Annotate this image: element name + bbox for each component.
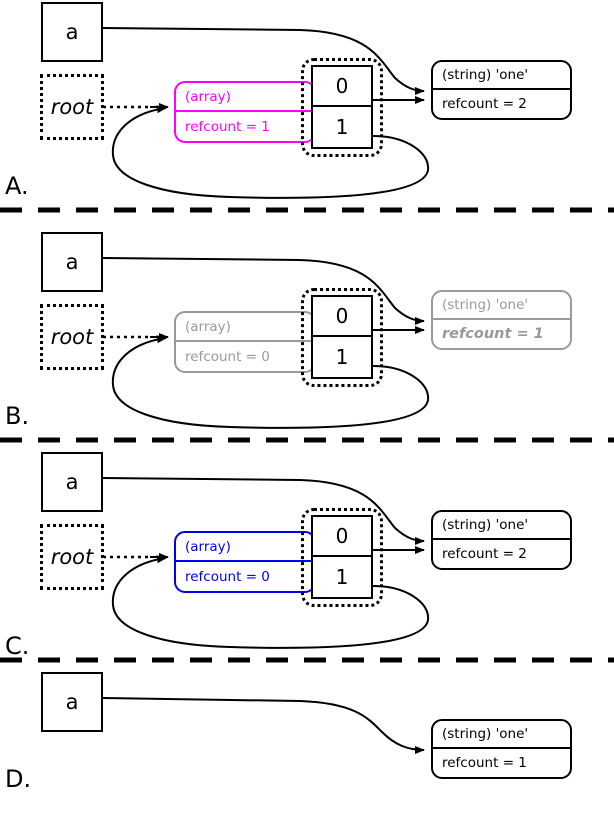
string-refcount-label: refcount = 2 bbox=[442, 546, 527, 562]
array-refcount-label: refcount = 0 bbox=[185, 568, 270, 585]
panel-letter-c: C. bbox=[5, 632, 30, 660]
array-cells-halo bbox=[301, 288, 383, 387]
array-zval-box: (array) refcount = 0 bbox=[174, 531, 316, 593]
root-label: root bbox=[50, 325, 94, 349]
array-zval-box: (array) refcount = 1 bbox=[174, 81, 316, 143]
array-cell-1: 1 bbox=[335, 345, 349, 369]
root-box: root bbox=[40, 304, 104, 370]
string-zval-box: (string) 'one' refcount = 2 bbox=[431, 60, 572, 120]
string-refcount-label: refcount = 1 bbox=[442, 755, 527, 771]
array-type-label: (array) bbox=[176, 83, 314, 112]
string-zval-box: (string) 'one' refcount = 1 bbox=[431, 290, 572, 350]
root-label: root bbox=[50, 545, 94, 569]
array-cells: 0 1 bbox=[311, 295, 373, 379]
variable-label: a bbox=[65, 250, 79, 274]
array-cell-0: 0 bbox=[313, 67, 371, 107]
string-zval-box: (string) 'one' refcount = 2 bbox=[431, 510, 572, 570]
array-cells-halo bbox=[301, 508, 383, 607]
variable-box-a: a bbox=[41, 2, 103, 62]
array-type-label: (array) bbox=[176, 313, 314, 342]
panel-d: a (string) 'one' refcount = 1 D. bbox=[0, 670, 614, 814]
root-box: root bbox=[40, 524, 104, 590]
panel-b: a root (array) refcount = 0 0 1 (string)… bbox=[0, 230, 614, 440]
array-refcount-label: refcount = 1 bbox=[185, 118, 270, 135]
array-cell-1: 1 bbox=[335, 115, 349, 139]
panel-letter-b: B. bbox=[5, 402, 30, 430]
array-type-label: (array) bbox=[176, 533, 314, 562]
array-refcount-label: refcount = 0 bbox=[185, 348, 270, 365]
variable-label: a bbox=[65, 20, 79, 44]
panel-c: a root (array) refcount = 0 0 1 (string)… bbox=[0, 450, 614, 670]
string-type-label: (string) 'one' bbox=[433, 62, 570, 90]
string-refcount-label: refcount = 1 bbox=[442, 326, 544, 342]
root-box: root bbox=[40, 74, 104, 140]
root-label: root bbox=[50, 95, 94, 119]
string-zval-box: (string) 'one' refcount = 1 bbox=[431, 719, 572, 779]
panel-letter-a: A. bbox=[5, 172, 29, 200]
panel-letter-d: D. bbox=[5, 765, 32, 793]
array-cell-0: 0 bbox=[313, 517, 371, 557]
string-type-label: (string) 'one' bbox=[433, 721, 570, 749]
array-cells-halo bbox=[301, 58, 383, 157]
array-zval-box: (array) refcount = 0 bbox=[174, 311, 316, 373]
array-cell-0: 0 bbox=[313, 297, 371, 337]
variable-box-a: a bbox=[41, 452, 103, 512]
panel-a: a root (array) refcount = 1 0 1 (string)… bbox=[0, 0, 614, 210]
variable-box-a: a bbox=[41, 672, 103, 732]
variable-label: a bbox=[65, 470, 79, 494]
string-type-label: (string) 'one' bbox=[433, 292, 570, 320]
array-cell-1: 1 bbox=[335, 565, 349, 589]
variable-label: a bbox=[65, 690, 79, 714]
variable-box-a: a bbox=[41, 232, 103, 292]
string-type-label: (string) 'one' bbox=[433, 512, 570, 540]
array-cells: 0 1 bbox=[311, 65, 373, 149]
array-cells: 0 1 bbox=[311, 515, 373, 599]
string-refcount-label: refcount = 2 bbox=[442, 96, 527, 112]
